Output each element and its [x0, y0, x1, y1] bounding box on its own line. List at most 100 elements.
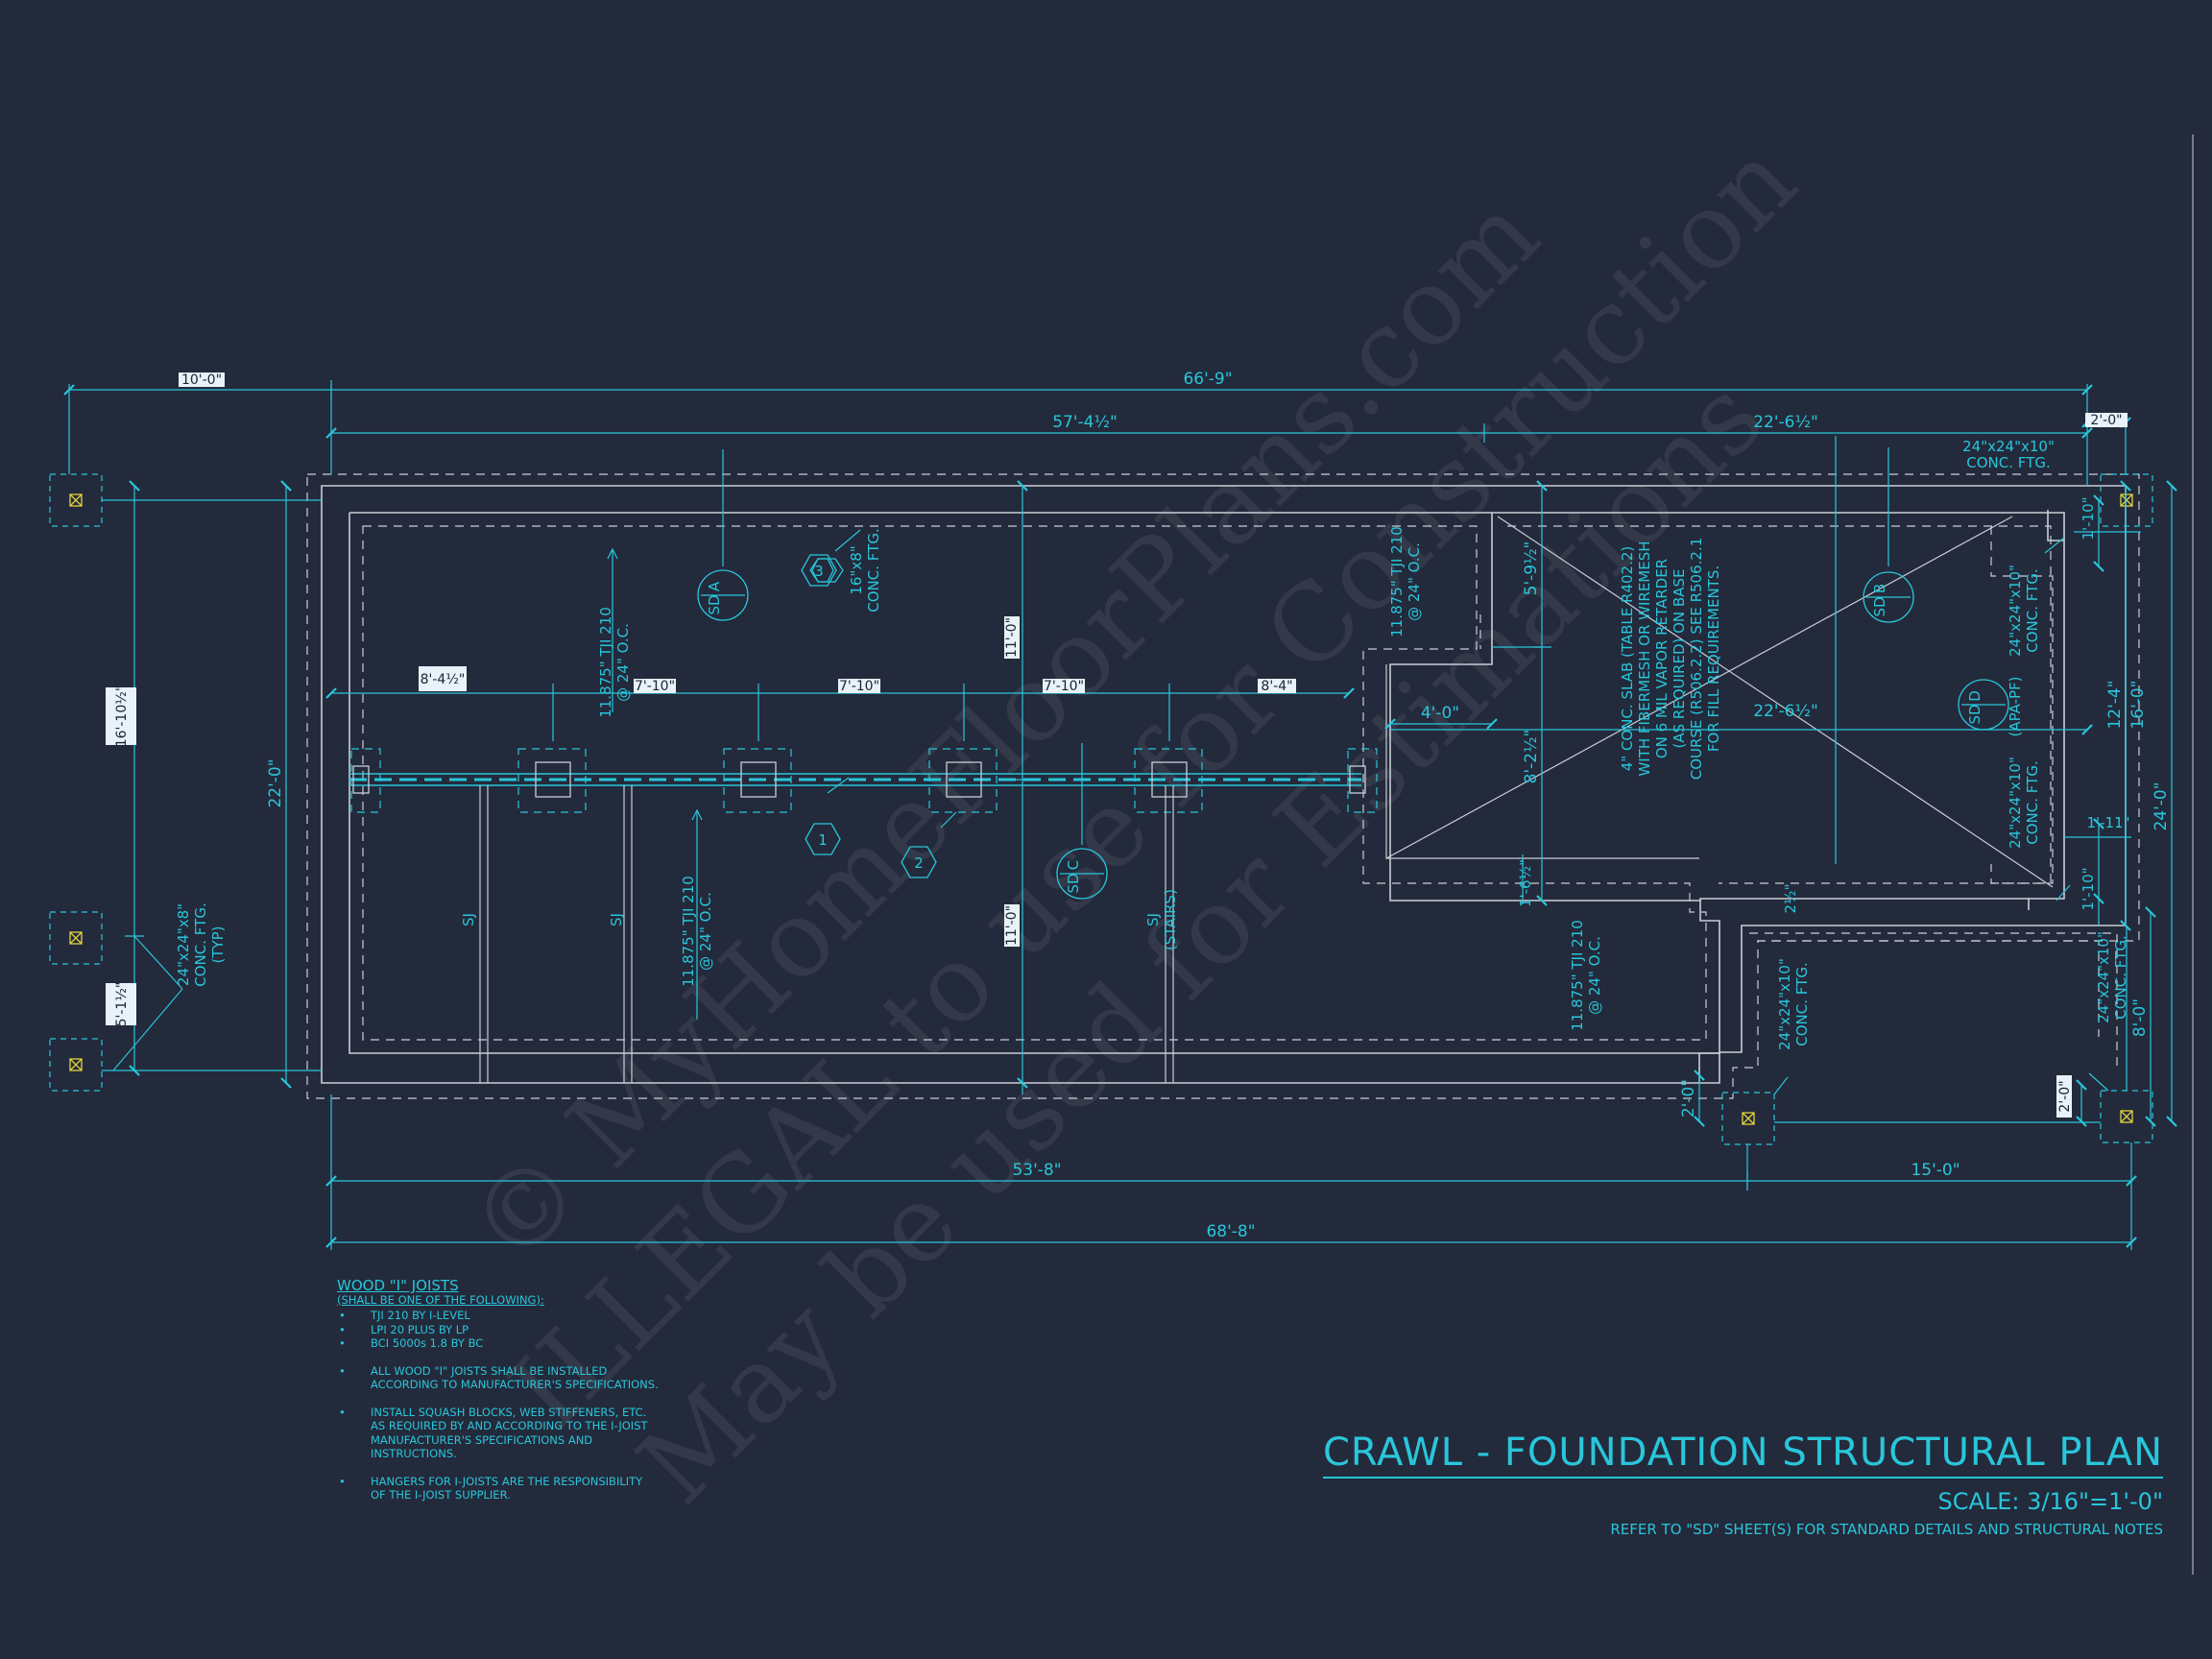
dim-overall-bottom: 68'-8" — [1206, 1222, 1255, 1241]
svg-text:SD: SD — [1871, 596, 1888, 616]
svg-text:24"x24"x8": 24"x24"x8" — [175, 903, 192, 986]
joist-label-lower-left: 11.875" TJI 210 @ 24" O.C. — [680, 876, 714, 987]
plan-reference: REFER TO "SD" SHEET(S) FOR STANDARD DETA… — [1610, 1521, 2163, 1538]
dim-span-5: 8'-4" — [1261, 679, 1292, 694]
dimension-lines — [63, 380, 2177, 1250]
hex-tag-2: 2 — [914, 854, 924, 872]
svg-text:24"x24"x10": 24"x24"x10" — [2007, 565, 2024, 657]
dim-span-3: 7'-10" — [839, 679, 879, 694]
slab-x — [1385, 516, 2054, 888]
svg-text:24"x24"x10": 24"x24"x10" — [2007, 757, 2024, 849]
dim-slab-step: 1'-6½" — [1517, 859, 1534, 907]
notes-list-item: TJI 210 BY I-LEVEL — [337, 1309, 659, 1323]
dim-right-12-4: 12'-4" — [2105, 680, 2125, 729]
svg-text:SJ: SJ — [1144, 913, 1162, 926]
notes-title: WOOD "I" JOISTS — [337, 1277, 459, 1294]
svg-text:@ 24" O.C.: @ 24" O.C. — [614, 623, 632, 702]
svg-text:CONC. FTG.: CONC. FTG. — [2024, 760, 2041, 844]
svg-text:11.875" TJI 210: 11.875" TJI 210 — [1569, 920, 1586, 1031]
svg-text:WITH FIBERMESH OR WIREMESH: WITH FIBERMESH OR WIREMESH — [1636, 541, 1653, 776]
svg-text:(STAIRS): (STAIRS) — [1162, 889, 1179, 950]
section-d: D SD — [1966, 690, 1984, 724]
svg-text:11.875" TJI 210: 11.875" TJI 210 — [1388, 526, 1406, 637]
svg-text:24"x24"x10": 24"x24"x10" — [2095, 931, 2112, 1023]
slab-note: 4" CONC. SLAB (TABLE R402.2) WITH FIBERM… — [1619, 538, 1722, 781]
joist-notes: WOOD "I" JOISTS (SHALL BE ONE OF THE FOL… — [337, 1279, 659, 1516]
svg-text:SD: SD — [1065, 873, 1082, 893]
title-block: CRAWL - FOUNDATION STRUCTURAL PLAN SCALE… — [1322, 1431, 2163, 1538]
dim-left-pier-bottom: 5'-1½" — [114, 982, 130, 1027]
sj-label-2: SJ — [608, 913, 625, 926]
footing-label-right-1: 24"x24"x10" CONC. FTG. — [2007, 565, 2041, 657]
dim-right-16-0: 16'-0" — [2128, 680, 2148, 729]
svg-text:CONC. FTG.: CONC. FTG. — [1966, 454, 2050, 471]
tag-backgrounds — [106, 373, 2128, 1118]
dim-garage-width: 22'-6½" — [1753, 702, 1818, 721]
svg-text:COURSE (R506.2.2) SEE R506.2.1: COURSE (R506.2.2) SEE R506.2.1 — [1688, 538, 1705, 781]
pier-footings — [350, 748, 1378, 813]
svg-text:(TYP): (TYP) — [209, 926, 227, 963]
dim-right-24-0: 24'-0" — [2152, 781, 2171, 830]
dim-span-2: 7'-10" — [635, 679, 675, 694]
svg-text:11.875" TJI 210: 11.875" TJI 210 — [680, 876, 697, 987]
section-a: A SD — [706, 581, 723, 614]
dim-left-height: 22'-0" — [266, 758, 285, 807]
svg-text:A: A — [706, 581, 723, 591]
plan-scale: SCALE: 3/16"=1'-0" — [1937, 1488, 2163, 1515]
notes-para-3: HANGERS FOR I-JOISTS ARE THE RESPONSIBIL… — [337, 1475, 659, 1503]
svg-text:24"x24"x10": 24"x24"x10" — [1962, 438, 2055, 455]
svg-text:SD: SD — [706, 594, 723, 614]
svg-text:CONC. FTG.: CONC. FTG. — [2112, 935, 2129, 1019]
dim-bottom-left-run: 53'-8" — [1012, 1161, 1061, 1180]
svg-text:@ 24" O.C.: @ 24" O.C. — [1406, 542, 1423, 621]
section-markers — [697, 558, 2009, 900]
svg-text:CONC. FTG.: CONC. FTG. — [2024, 568, 2041, 652]
svg-text:24"x24"x10": 24"x24"x10" — [1776, 958, 1793, 1050]
joist-label-upper-left: 11.875" TJI 210 @ 24" O.C. — [597, 607, 632, 718]
svg-text:@ 24" O.C.: @ 24" O.C. — [1586, 936, 1603, 1015]
svg-text:ON 6 MIL VAPOR RETARDER: ON 6 MIL VAPOR RETARDER — [1653, 559, 1671, 758]
svg-text:FOR FILL REQUIREMENTS.: FOR FILL REQUIREMENTS. — [1705, 565, 1722, 752]
dim-span-4: 7'-10" — [1044, 679, 1084, 694]
footing-label-24x8: 24"x24"x8" CONC. FTG. (TYP) — [175, 902, 227, 986]
dim-right-1-10: 1'-10" — [2080, 867, 2097, 910]
sj-label-stairs: SJ (STAIRS) — [1144, 889, 1179, 950]
dim-overall-top: 66'-9" — [1183, 370, 1232, 389]
notes-para-1: ALL WOOD "I" JOISTS SHALL BE INSTALLED A… — [337, 1364, 659, 1392]
svg-text:B: B — [1871, 584, 1888, 593]
footing-label-bottom-2: 24"x24"x10" CONC. FTG. — [2095, 931, 2129, 1023]
dim-right-1-11: 1'-11" — [2086, 814, 2129, 831]
dim-right-2-0: 2'-0" — [2057, 1080, 2073, 1112]
dim-bottom-right-run: 15'-0" — [1911, 1161, 1960, 1180]
hex-tags — [801, 554, 937, 878]
notes-subtitle: (SHALL BE ONE OF THE FOLLOWING): — [337, 1292, 544, 1307]
svg-text:16"x8": 16"x8" — [848, 545, 865, 594]
footing-label-top-right: 24"x24"x10" CONC. FTG. — [1962, 438, 2055, 471]
svg-text:@ 24" O.C.: @ 24" O.C. — [697, 892, 714, 971]
hex-tag-1: 1 — [818, 831, 828, 849]
notes-list-item: BCI 5000s 1.8 BY BC — [337, 1336, 659, 1351]
dim-vert-lower: 11'-0" — [1004, 905, 1020, 946]
footing-label-bottom-1: 24"x24"x10" CONC. FTG. — [1776, 958, 1811, 1050]
dim-right-8-0: 8'-0" — [2130, 998, 2150, 1037]
dim-left-offset-tag: 10'-0" — [181, 373, 222, 388]
svg-text:4" CONC. SLAB (TABLE R402.2): 4" CONC. SLAB (TABLE R402.2) — [1619, 546, 1636, 772]
dim-right-offset-tag: 2'-0" — [2090, 413, 2122, 428]
dim-bottom-2-0: 2'-0" — [1679, 1079, 1698, 1118]
section-b: B SD — [1871, 584, 1888, 617]
joist-label-lower-right: 11.875" TJI 210 @ 24" O.C. — [1569, 920, 1603, 1031]
dim-left-pier-top: 16'-10½" — [114, 685, 130, 748]
plan-title: CRAWL - FOUNDATION STRUCTURAL PLAN — [1322, 1431, 2163, 1479]
joist-label-mid: 11.875" TJI 210 @ 24" O.C. — [1388, 526, 1423, 637]
svg-text:CONC. FTG.: CONC. FTG. — [192, 902, 209, 986]
piers — [352, 761, 1366, 798]
svg-text:D: D — [1966, 690, 1984, 702]
svg-text:(AS REQUIRED) ON BASE: (AS REQUIRED) ON BASE — [1671, 569, 1688, 749]
svg-text:SD: SD — [1966, 704, 1984, 724]
notes-list: TJI 210 BY I-LEVEL LPI 20 PLUS BY LP BCI… — [337, 1309, 659, 1503]
hex-tag-3: 3 — [814, 563, 824, 580]
notes-list-item: LPI 20 PLUS BY LP — [337, 1323, 659, 1337]
dim-small-step: 2½" — [1782, 884, 1799, 914]
dim-notch-depth: 8'-2½" — [1522, 730, 1541, 784]
